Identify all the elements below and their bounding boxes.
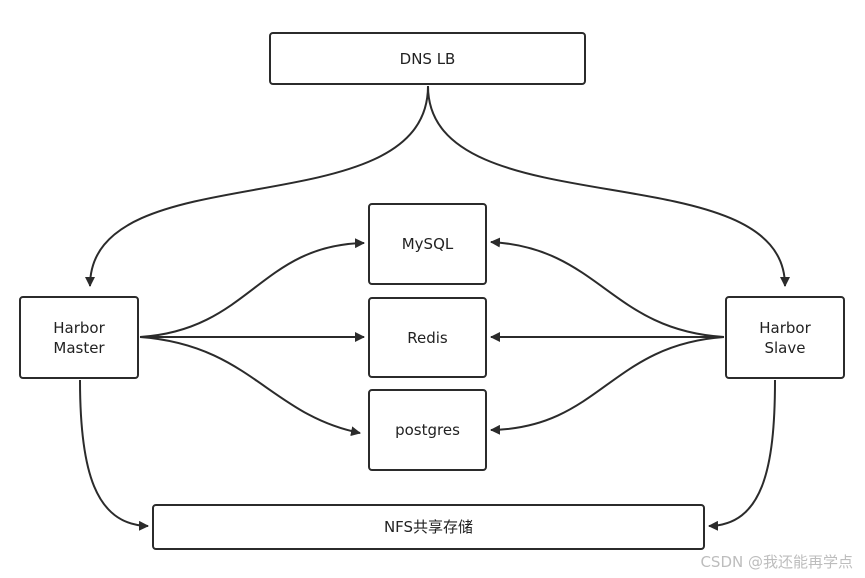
edge-slave-to-nfs — [708, 379, 776, 531]
redis-node: Redis — [368, 297, 487, 378]
dns-lb-node: DNS LB — [269, 32, 586, 85]
edge-master-to-postgres — [139, 336, 361, 437]
watermark: CSDN @我还能再学点 — [700, 553, 853, 571]
harbor-master-node: Harbor Master — [19, 296, 139, 379]
postgres-node: postgres — [368, 389, 487, 471]
edge-slave-to-mysql — [490, 237, 725, 338]
mysql-node: MySQL — [368, 203, 487, 285]
edge-master-to-mysql — [139, 238, 365, 338]
edge-slave-to-postgres — [490, 336, 725, 435]
nfs-storage-node: NFS共享存储 — [152, 504, 705, 550]
harbor-slave-node: Harbor Slave — [725, 296, 845, 379]
edge-master-to-nfs — [79, 379, 149, 531]
edge-dns-to-master — [85, 85, 429, 287]
edge-dns-to-slave — [427, 85, 790, 287]
